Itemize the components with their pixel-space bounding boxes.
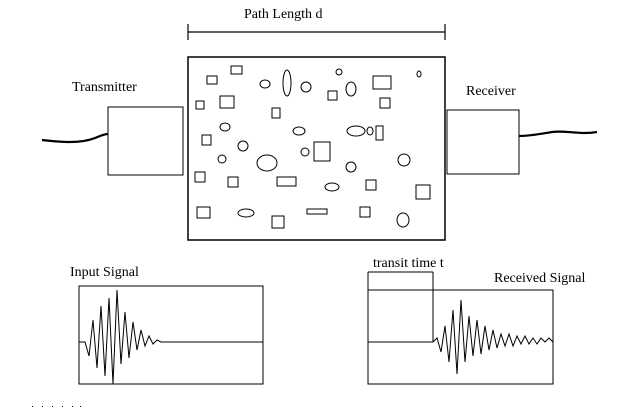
receiver-label: Receiver bbox=[466, 84, 516, 99]
input-signal-box bbox=[78, 285, 264, 385]
transmitter-label: Transmitter bbox=[72, 80, 137, 95]
path-length-dimension bbox=[187, 24, 446, 40]
receiver-cable bbox=[518, 130, 598, 138]
bottom-left-artifact bbox=[32, 406, 81, 407]
transmitter-cable bbox=[41, 132, 109, 144]
input-signal-waveform bbox=[79, 289, 263, 385]
receiver-box bbox=[446, 109, 520, 175]
medium-inclusions bbox=[194, 65, 431, 229]
received-signal-waveform bbox=[368, 299, 554, 375]
transit-time-bracket bbox=[367, 271, 434, 342]
transit-time-label: transit time t bbox=[373, 256, 444, 271]
received-signal-label: Received Signal bbox=[494, 271, 586, 286]
transmitter-box bbox=[107, 106, 184, 176]
path-length-label: Path Length d bbox=[244, 7, 323, 22]
input-signal-label: Input Signal bbox=[70, 265, 139, 280]
